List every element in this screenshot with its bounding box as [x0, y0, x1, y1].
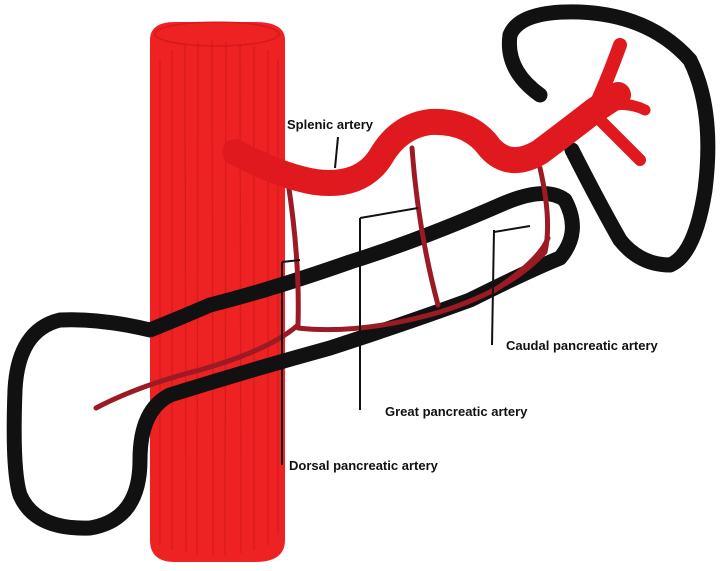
- caudal-pancreatic-artery-vessel: [489, 235, 551, 295]
- great-leader-tick: [359, 207, 419, 219]
- spleen-outline: [501, 4, 716, 273]
- caudal-leader-tick: [493, 225, 531, 233]
- splenic-leader-line: [334, 136, 339, 169]
- pancreas-outline: [6, 186, 580, 536]
- label-dorsal-pancreatic-artery: Dorsal pancreatic artery: [289, 458, 439, 473]
- leader-lines: [281, 136, 531, 465]
- transverse-pancreatic-artery-vessel: [295, 165, 551, 333]
- dorsal-pancreatic-artery-vessel: [93, 179, 301, 411]
- label-splenic-artery: Splenic artery: [287, 117, 374, 132]
- pancreatic-branches: [93, 145, 551, 411]
- great-pancreatic-artery-vessel: [409, 145, 441, 308]
- dorsal-leader-tick: [281, 259, 301, 263]
- caudal-leader-line: [491, 229, 495, 346]
- splenic-artery: [222, 38, 651, 196]
- label-caudal-pancreatic-artery: Caudal pancreatic artery: [506, 338, 659, 353]
- label-great-pancreatic-artery: Great pancreatic artery: [385, 404, 528, 419]
